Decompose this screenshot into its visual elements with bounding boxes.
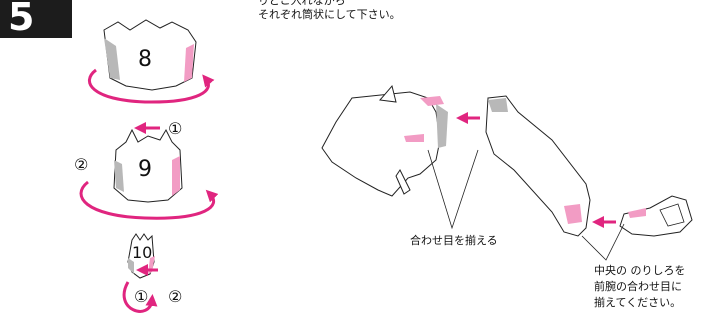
part-8-pink-tab [184, 44, 194, 82]
forearm-pink-tab [564, 204, 582, 224]
marker-2-part9: ② [74, 155, 89, 174]
note-line-2: 前腕の合わせ目に [594, 280, 682, 293]
hand-outline [619, 195, 693, 237]
body-outline [321, 91, 441, 197]
body-pink-mark-side [404, 134, 424, 142]
body-ear [379, 84, 397, 103]
note-pointer-line [581, 223, 625, 261]
part-10-loop-arrow [122, 281, 158, 313]
part-9-gray-tab [114, 160, 124, 192]
part-10-group [122, 233, 158, 313]
part-9-pink-tab [172, 156, 180, 196]
note-line-1: 中央の のりしろを [594, 264, 686, 277]
body-leg [395, 169, 411, 195]
step-badge [0, 0, 72, 38]
marker-1-part9: ① [168, 119, 183, 138]
forearm-gray-tab [488, 98, 508, 112]
part-8-label: 8 [138, 47, 152, 72]
hand-section [619, 195, 693, 237]
hand-fold [659, 203, 685, 227]
note-line-3: 揃えてください。 [594, 296, 682, 309]
step-number: 5 [8, 0, 34, 39]
part-9-rotation-arrow [79, 180, 219, 220]
instruction-line-2: それぞれ筒状にして下さい。 [258, 8, 401, 21]
part-9-group [79, 122, 219, 220]
body-pink-mark-top [420, 96, 444, 106]
part-10-gray-tab [128, 258, 134, 274]
marker-2-part10: ② [168, 287, 183, 306]
forearm-section [485, 95, 616, 237]
part-8-tube [103, 19, 197, 91]
marker-1-part10: ① [134, 287, 149, 306]
instruction-line-1: りどこ入れなから [258, 0, 346, 7]
forearm-outline [485, 95, 591, 237]
hand-pink-tab [628, 208, 646, 218]
align-pointer-lines [427, 149, 479, 230]
part-9-tube [113, 128, 183, 203]
body-section [321, 84, 480, 197]
part-9-label: 9 [138, 157, 152, 182]
align-seams-label: 合わせ目を揃える [410, 234, 498, 247]
part-8-group [88, 19, 215, 104]
part-8-gray-tab [104, 38, 120, 80]
part-8-rotation-arrow [88, 68, 215, 104]
part-10-label: 10 [132, 243, 153, 262]
body-gray-edge [436, 104, 448, 148]
